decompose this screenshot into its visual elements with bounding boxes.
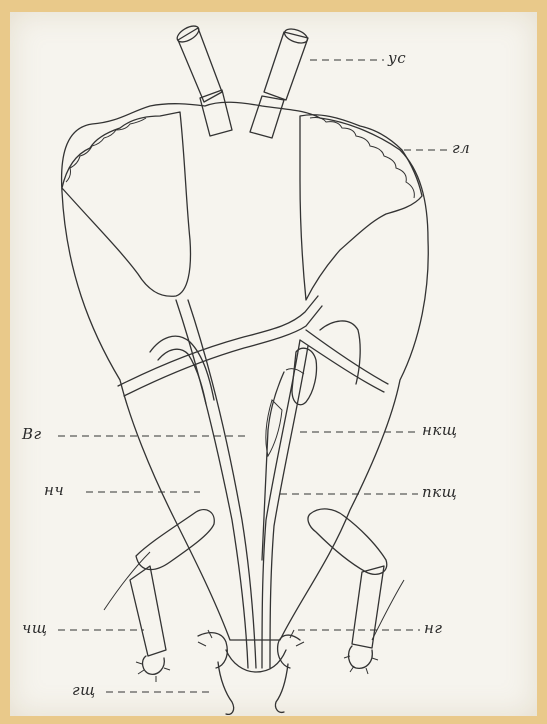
label-upper-jaw: нч <box>44 481 64 499</box>
epicranial-suture <box>118 296 318 386</box>
right-eye <box>300 115 422 300</box>
head-capsule <box>62 102 429 640</box>
leader-lines <box>58 60 448 692</box>
right-palp <box>308 509 387 674</box>
label-upper-jaw-inner: пкщ <box>422 483 457 501</box>
labium <box>198 630 304 714</box>
label-lower-jaw: нг <box>424 619 442 637</box>
label-antenna: ус <box>388 49 406 67</box>
label-palp: чщ <box>22 619 47 637</box>
antennae <box>175 23 310 138</box>
left-palp <box>130 510 214 682</box>
label-eye: гл <box>452 139 470 157</box>
left-eye <box>62 112 190 296</box>
label-lower-lip: нкщ <box>422 421 457 439</box>
label-upper-lip: Вг <box>22 425 42 443</box>
label-labial: гщ <box>72 681 96 699</box>
